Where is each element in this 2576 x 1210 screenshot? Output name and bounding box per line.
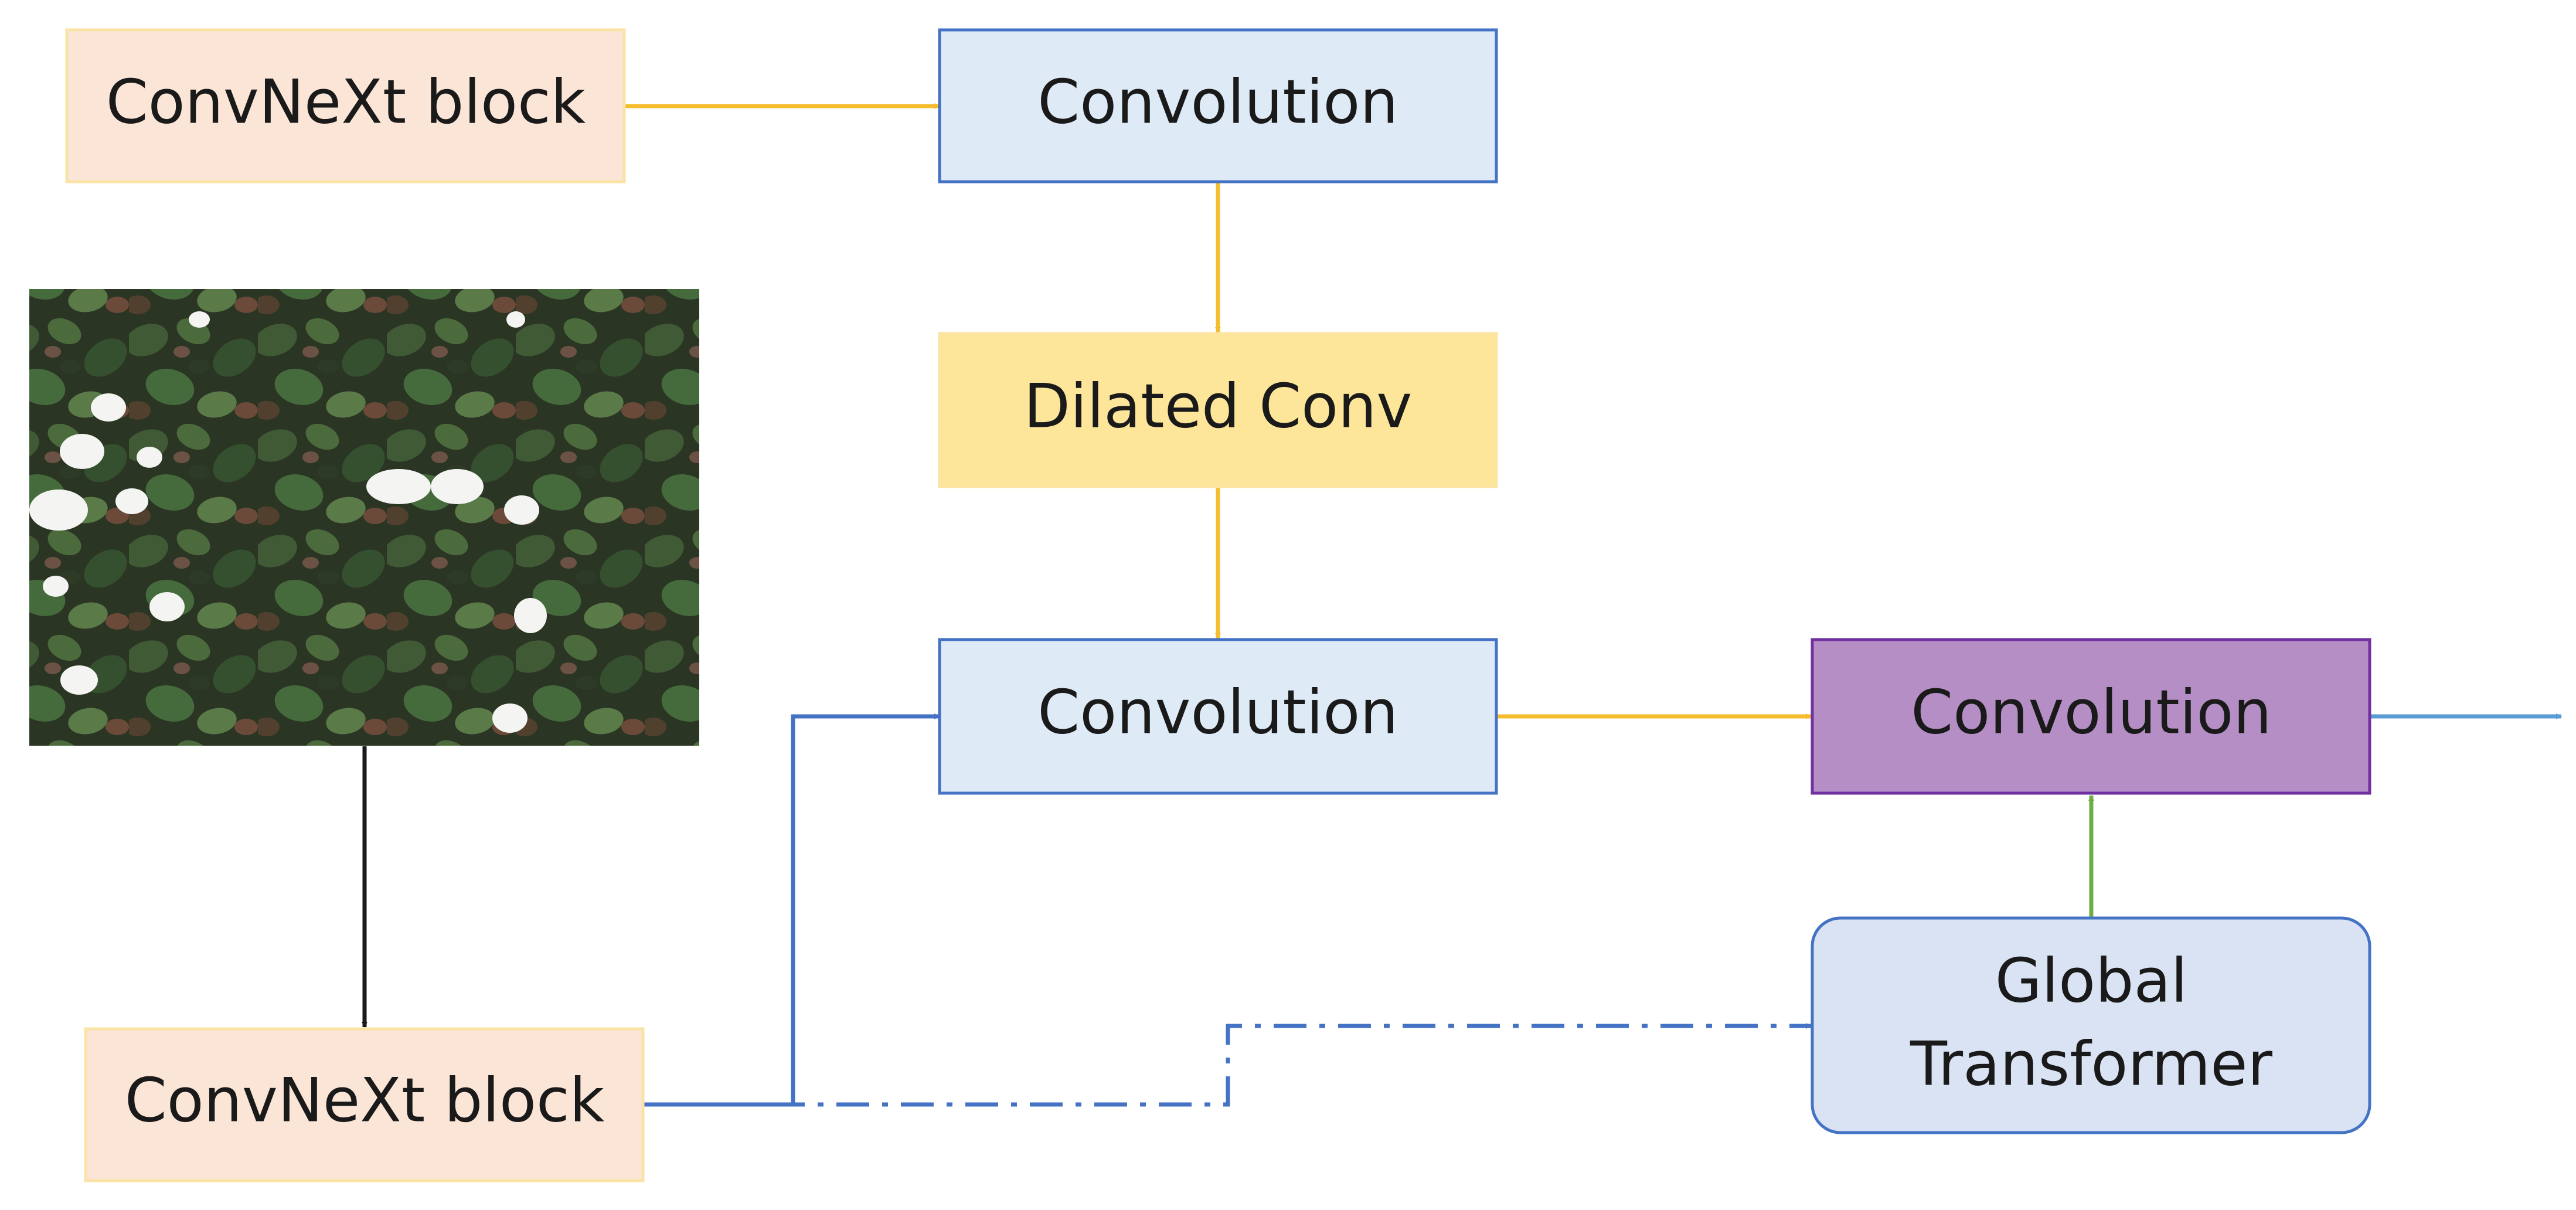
convolution-top: Convolution (938, 28, 1498, 183)
convolution-middle-label: Convolution (1037, 677, 1398, 747)
convolution-output-label: Convolution (1911, 677, 2271, 747)
convolution-top-label: Convolution (1037, 67, 1398, 137)
convnext-block-bottom: ConvNeXt block (84, 1027, 645, 1182)
convnext-block-bottom-label: ConvNeXt block (125, 1065, 605, 1136)
convolution-middle: Convolution (938, 638, 1498, 795)
global-transformer-label-line2: Transformer (1910, 1029, 2273, 1099)
dilated-conv-label: Dilated Conv (1024, 371, 1413, 441)
convnext-block-top: ConvNeXt block (65, 28, 626, 183)
convolution-output: Convolution (1811, 638, 2371, 795)
input-image (29, 289, 699, 746)
arrow-convnext-bottom-to-conv-middle (643, 713, 940, 1107)
convnext-block-top-label: ConvNeXt block (106, 67, 586, 137)
dilated-conv: Dilated Conv (938, 332, 1498, 488)
arrow-convnext-bottom-to-transformer (643, 1023, 1812, 1107)
global-transformer-label-line1: Global (1995, 946, 2188, 1016)
global-transformer: Global Transformer (1811, 916, 2371, 1134)
